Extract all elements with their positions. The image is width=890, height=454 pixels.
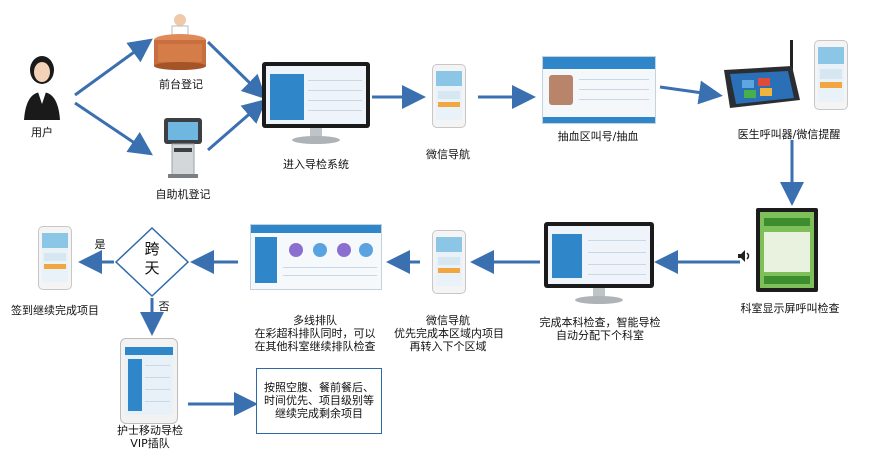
finish-dept-line-1: 完成本科检查，智能导检 <box>539 316 661 329</box>
arrow-kiosk-system <box>207 99 267 152</box>
front-desk-icon <box>154 14 206 70</box>
kiosk-node <box>158 116 208 178</box>
kiosk-label: 自助机登记 <box>155 188 211 201</box>
remaining-items-note: 按照空腹、餐前餐后、 时间优先、项目级别等 继续完成剩余项目 <box>256 368 382 434</box>
front-desk-label: 前台登记 <box>159 78 203 91</box>
wechat-reminder-phone <box>814 40 848 110</box>
note-line-2: 时间优先、项目级别等 <box>264 394 374 407</box>
finish-dept-monitor <box>544 222 654 308</box>
note-line-3: 继续完成剩余项目 <box>275 407 363 420</box>
nurse-tablet <box>120 338 178 424</box>
guide-system-monitor <box>262 62 370 148</box>
multi-queue-line-2: 在彩超科排队同时，可以 <box>254 327 376 340</box>
user-node <box>22 52 62 122</box>
note-line-1: 按照空腹、餐前餐后、 <box>264 381 374 394</box>
arrow-blood-doctor <box>659 80 723 105</box>
finish-dept-line-2: 自动分配下个科室 <box>556 329 644 342</box>
front-desk-node <box>152 12 208 70</box>
yes-label: 是 <box>94 238 106 251</box>
sign-in-phone <box>38 226 72 290</box>
multi-queue-line-1: 多线排队 <box>293 314 337 327</box>
blood-draw-label: 抽血区叫号/抽血 <box>557 130 639 143</box>
dept-screen-label: 科室显示屏呼叫检查 <box>740 302 840 315</box>
sign-in-label: 签到继续完成项目 <box>11 304 99 317</box>
multi-queue-line-3: 在其他科室继续排队检查 <box>254 340 376 353</box>
arrow-frontdesk-system <box>206 40 267 100</box>
wechat-nav-1-label: 微信导航 <box>426 148 470 161</box>
nurse-nav-line-1: 护士移动导检 <box>117 424 183 437</box>
decision-text-1: 跨 <box>144 240 160 258</box>
doctor-caller-label: 医生呼叫器/微信提醒 <box>737 128 841 141</box>
wechat-nav-2-line-3: 再转入下个区域 <box>409 340 487 353</box>
wechat-phone-1 <box>432 64 466 128</box>
dept-display-screen <box>756 208 818 292</box>
wechat-nav-2-line-1: 微信导航 <box>426 314 470 327</box>
blood-draw-screen <box>542 56 656 124</box>
no-label: 否 <box>158 300 170 313</box>
user-icon <box>24 56 60 120</box>
cross-day-decision <box>114 226 190 298</box>
kiosk-icon <box>164 118 202 178</box>
arrow-user-kiosk <box>74 101 153 156</box>
decision-text-2: 天 <box>144 259 160 277</box>
doctor-caller-icon <box>724 40 800 108</box>
user-label: 用户 <box>31 126 53 139</box>
wechat-phone-2 <box>432 230 466 294</box>
speaker-icon <box>738 250 750 262</box>
multi-queue-screen <box>250 224 382 290</box>
enter-system-label: 进入导检系统 <box>283 158 349 171</box>
arrow-user-frontdesk <box>74 38 153 97</box>
doctor-caller-device <box>720 40 804 112</box>
wechat-nav-2-line-2: 优先完成本区域内项目 <box>394 327 504 340</box>
nurse-nav-line-2: VIP插队 <box>130 437 170 450</box>
